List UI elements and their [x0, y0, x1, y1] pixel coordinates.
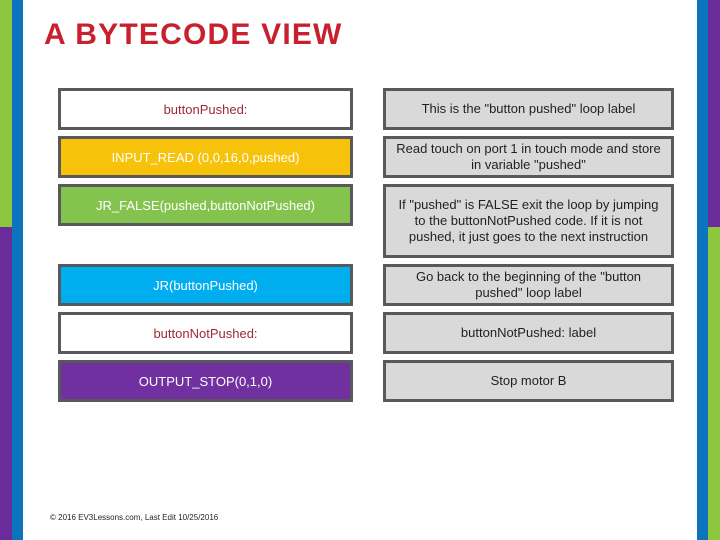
table-row: JR_FALSE(pushed,buttonNotPushed) If "pus… [58, 184, 674, 258]
edge-accent-left-green [0, 0, 12, 227]
bytecode-instruction-cell: buttonNotPushed: [58, 312, 353, 354]
bytecode-instruction-cell: JR(buttonPushed) [58, 264, 353, 306]
footer-copyright: © 2016 EV3Lessons.com, Last Edit 10/25/2… [50, 513, 219, 522]
table-row: buttonPushed: This is the "button pushed… [58, 88, 674, 130]
bytecode-description-cell: Read touch on port 1 in touch mode and s… [383, 136, 674, 178]
bytecode-description-cell: Stop motor B [383, 360, 674, 402]
bytecode-instruction-cell: buttonPushed: [58, 88, 353, 130]
table-row: JR(buttonPushed) Go back to the beginnin… [58, 264, 674, 306]
edge-stripe-right-blue [697, 0, 708, 540]
bytecode-description-cell: Go back to the beginning of the "button … [383, 264, 674, 306]
page-title: A BYTECODE VIEW [44, 18, 343, 51]
bytecode-description-cell: If "pushed" is FALSE exit the loop by ju… [383, 184, 674, 258]
bytecode-instruction-cell: JR_FALSE(pushed,buttonNotPushed) [58, 184, 353, 226]
edge-stripe-left-blue [12, 0, 23, 540]
bytecode-description-cell: This is the "button pushed" loop label [383, 88, 674, 130]
edge-accent-right-green [708, 227, 720, 540]
edge-accent-left-purple [0, 227, 12, 540]
edge-accent-right-purple [708, 0, 720, 227]
bytecode-instruction-cell: OUTPUT_STOP(0,1,0) [58, 360, 353, 402]
bytecode-description-cell: buttonNotPushed: label [383, 312, 674, 354]
bytecode-table: buttonPushed: This is the "button pushed… [58, 88, 674, 408]
table-row: buttonNotPushed: buttonNotPushed: label [58, 312, 674, 354]
table-row: OUTPUT_STOP(0,1,0) Stop motor B [58, 360, 674, 402]
bytecode-instruction-cell: INPUT_READ (0,0,16,0,pushed) [58, 136, 353, 178]
table-row: INPUT_READ (0,0,16,0,pushed) Read touch … [58, 136, 674, 178]
